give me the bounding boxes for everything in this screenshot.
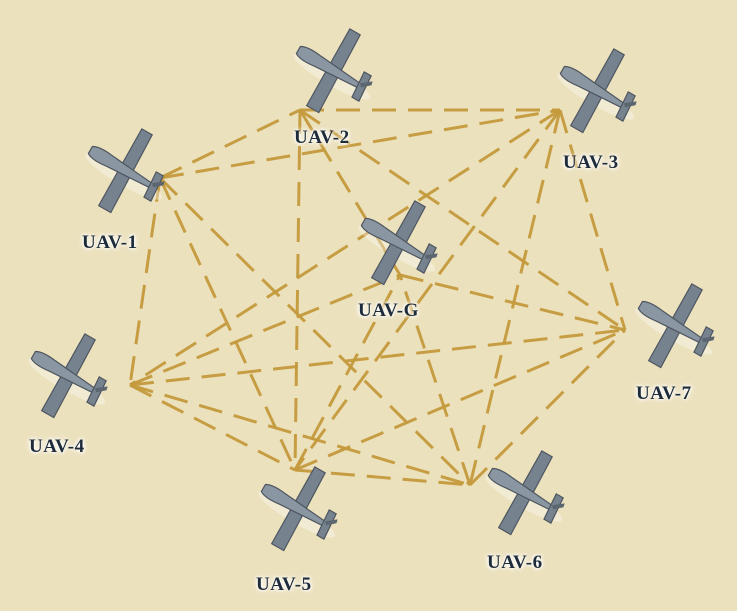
uav-5-aircraft-icon	[258, 466, 338, 552]
link-uav-3-uav-7	[558, 109, 627, 331]
link-uav-3-uav-6	[468, 109, 562, 486]
uav-2-aircraft-icon	[293, 28, 373, 114]
link-uav-2-uav-5	[293, 109, 302, 471]
link-uav-4-uav-6	[129, 383, 471, 487]
link-uav-2-uav-g	[298, 109, 402, 276]
label-uav-7: UAV-7	[636, 383, 692, 404]
label-uav-1: UAV-1	[82, 232, 138, 253]
link-uav-6-uav-7	[468, 328, 627, 487]
label-uav-5: UAV-5	[256, 574, 312, 595]
label-uav-g: UAV-G	[358, 300, 419, 321]
uav-3-aircraft-icon	[557, 48, 637, 134]
label-uav-3: UAV-3	[563, 152, 619, 173]
link-uav-4-uav-5	[129, 383, 296, 472]
link-uav-4-uav-7	[129, 328, 626, 387]
uav-4-aircraft-icon	[28, 333, 108, 419]
link-uav-2-uav-7	[299, 108, 626, 332]
link-uav-5-uav-g	[293, 274, 402, 471]
link-uav-1-uav-5	[158, 177, 297, 471]
uav-g-aircraft-icon	[358, 200, 438, 286]
label-uav-2: UAV-2	[294, 127, 350, 148]
label-uav-6: UAV-6	[487, 552, 543, 573]
link-uav-6-uav-g	[398, 274, 472, 486]
link-uav-3-uav-4	[129, 108, 561, 387]
link-uav-5-uav-6	[294, 468, 471, 487]
label-uav-4: UAV-4	[29, 436, 85, 457]
link-uav-1-uav-6	[158, 176, 472, 487]
link-uav-4-uav-g	[129, 273, 401, 387]
uav-1-aircraft-icon	[85, 128, 165, 214]
link-uav-g-uav-7	[399, 273, 626, 332]
link-uav-1-uav-4	[128, 177, 162, 386]
link-group	[128, 108, 627, 487]
link-uav-1-uav-2	[159, 108, 301, 180]
link-uav-3-uav-5	[293, 109, 562, 471]
link-uav-1-uav-3	[159, 108, 561, 180]
link-uav-5-uav-7	[294, 328, 626, 472]
uav-6-aircraft-icon	[485, 450, 565, 536]
uav-7-aircraft-icon	[635, 283, 715, 369]
